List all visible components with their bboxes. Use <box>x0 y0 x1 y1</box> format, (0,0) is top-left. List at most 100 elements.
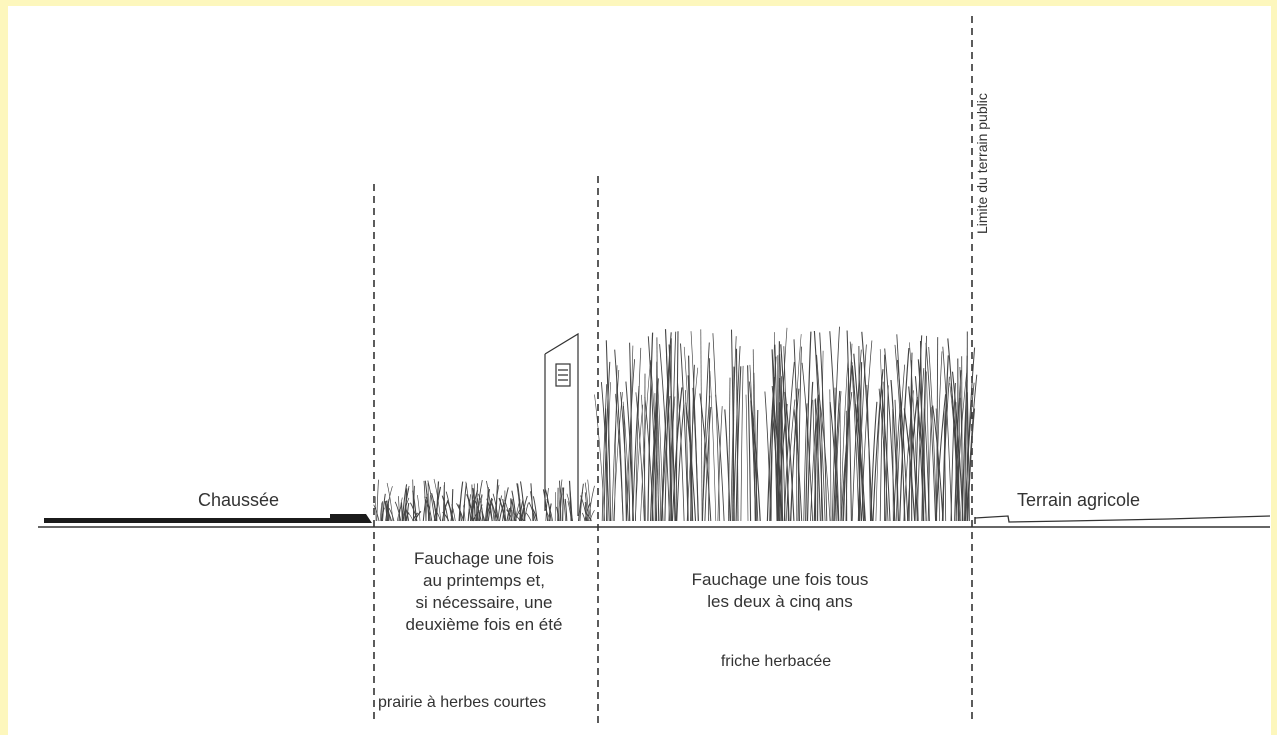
grass-stroke <box>943 410 947 522</box>
grass-stroke <box>400 502 403 522</box>
grass-stroke <box>688 355 692 522</box>
grass-stroke <box>732 366 735 522</box>
grass-stroke <box>384 500 388 522</box>
grass-stroke <box>477 497 480 522</box>
grass-stroke <box>747 365 752 522</box>
tall-grass-mowing-line: les deux à cinq ans <box>707 592 853 611</box>
cross-section-drawing <box>38 16 1271 724</box>
grass-stroke <box>564 498 568 522</box>
grass-stroke <box>680 343 689 522</box>
grass-stroke <box>783 361 795 522</box>
grass-stroke <box>479 494 483 522</box>
grass-stroke <box>793 339 800 522</box>
grass-stroke <box>589 510 595 522</box>
grass-stroke <box>774 344 779 522</box>
grass-stroke <box>625 359 636 522</box>
grass-stroke <box>520 507 524 522</box>
grass-stroke <box>866 384 871 522</box>
grass-stroke <box>498 502 505 522</box>
grass-stroke <box>861 340 873 522</box>
grass-stroke <box>884 348 896 522</box>
grass-stroke <box>806 381 814 522</box>
grass-stroke <box>559 487 563 522</box>
grass-stroke <box>476 494 483 522</box>
grass-stroke <box>779 353 786 522</box>
grass-stroke <box>964 382 975 522</box>
grass-stroke <box>427 480 436 522</box>
grass-stroke <box>381 501 383 522</box>
grass-stroke <box>545 487 549 522</box>
grass-stroke <box>817 407 819 522</box>
grass-stroke <box>834 387 837 522</box>
grass-stroke <box>879 381 884 522</box>
grass-stroke <box>582 512 586 522</box>
public-land-limit-label: Limite du terrain public <box>974 93 990 234</box>
grass-stroke <box>577 491 583 522</box>
grass-stroke <box>879 349 886 522</box>
grass-stroke <box>816 354 826 522</box>
grass-stroke <box>907 396 918 522</box>
grass-stroke <box>465 481 471 522</box>
grass-stroke <box>685 402 697 522</box>
grass-stroke <box>458 504 462 522</box>
grass-stroke <box>881 389 891 522</box>
grass-stroke <box>923 369 927 522</box>
grass-stroke <box>429 495 431 522</box>
grass-stroke <box>895 364 906 522</box>
grass-stroke <box>634 404 644 522</box>
grass-stroke <box>497 495 502 522</box>
grass-stroke <box>388 507 395 522</box>
grass-stroke <box>783 346 789 522</box>
grass-stroke <box>530 483 534 522</box>
grass-stroke <box>728 377 731 522</box>
grass-stroke <box>510 498 512 522</box>
grass-stroke <box>878 388 889 522</box>
grass-stroke <box>855 403 866 522</box>
grass-stroke <box>511 510 514 522</box>
grass-stroke <box>584 492 588 522</box>
grass-stroke <box>587 479 592 522</box>
grass-stroke <box>451 504 456 522</box>
grass-stroke <box>851 349 862 522</box>
grass-stroke <box>668 344 676 522</box>
short-grass-category-label: prairie à herbes courtes <box>378 694 547 711</box>
grass-stroke <box>451 489 454 522</box>
grass-stroke <box>614 365 618 522</box>
grass-stroke <box>647 332 654 522</box>
roadway-label: Chaussée <box>198 490 280 510</box>
grass-stroke <box>949 383 961 522</box>
grass-stroke <box>650 395 658 522</box>
short-grass-mowing-line: Fauchage une fois <box>414 549 554 568</box>
grass-stroke <box>486 480 493 522</box>
grass-stroke <box>954 370 962 522</box>
grass-stroke <box>692 387 699 522</box>
grass-stroke <box>542 489 549 522</box>
grass-stroke <box>670 331 677 522</box>
grass-stroke <box>594 394 606 522</box>
grass-stroke <box>569 490 573 522</box>
grass-stroke <box>833 390 841 522</box>
road-surface <box>44 514 372 523</box>
grass-stroke <box>379 502 383 522</box>
grass-stroke <box>885 385 889 522</box>
farmland-label: Terrain agricole <box>1017 490 1141 510</box>
grass-stroke <box>750 400 757 522</box>
diagram-frame: Chaussée Terrain agricole Limite du terr… <box>8 6 1271 735</box>
grass-stroke <box>966 374 978 522</box>
grass-stroke <box>958 397 961 522</box>
sign-post <box>544 332 579 516</box>
grass-stroke <box>554 492 557 522</box>
grass-stroke <box>559 480 562 522</box>
grass-stroke <box>966 392 970 522</box>
grass-stroke <box>567 501 572 522</box>
grass-stroke <box>373 504 380 522</box>
grass-stroke <box>506 507 511 522</box>
grass-stroke <box>793 408 803 522</box>
grass-stroke <box>921 335 928 522</box>
grass-stroke <box>544 489 552 522</box>
grass-stroke <box>475 483 479 522</box>
grass-stroke <box>735 348 739 522</box>
grass-stroke <box>412 490 418 522</box>
grass-stroke <box>819 332 828 522</box>
grass-stroke <box>740 365 744 522</box>
